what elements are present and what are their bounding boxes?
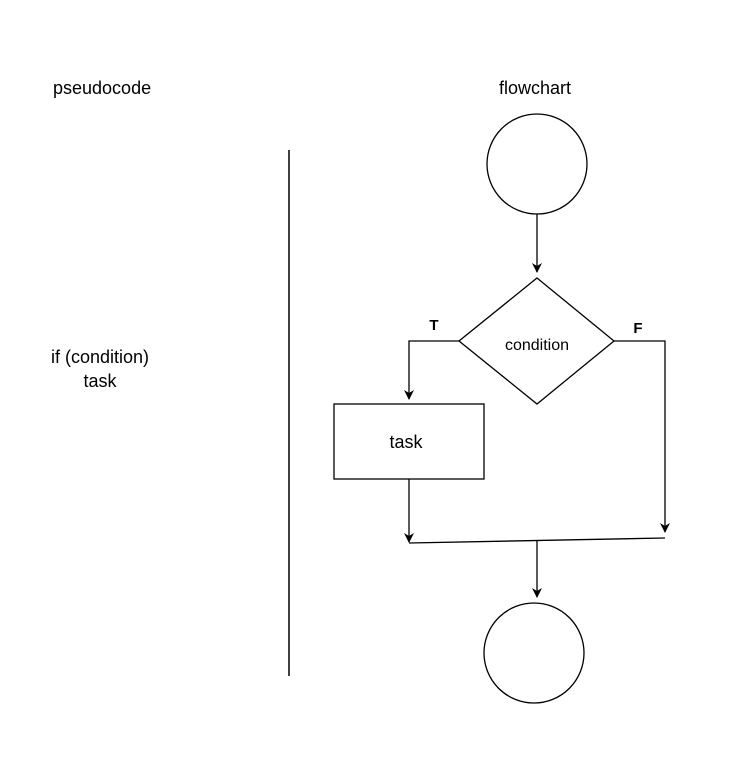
false-branch-arrow	[614, 340, 670, 533]
false-branch-label: F	[633, 320, 642, 337]
task-label: task	[389, 432, 423, 452]
pseudocode-line-task: task	[83, 371, 117, 391]
pseudocode-heading: pseudocode	[53, 78, 152, 98]
true-branch-label: T	[429, 317, 438, 334]
flowchart-heading: flowchart	[499, 78, 572, 98]
condition-decision	[457, 277, 616, 405]
start-terminal	[486, 113, 588, 215]
true-branch-arrow	[404, 340, 459, 400]
condition-label: condition	[505, 337, 569, 354]
pseudocode-block: if (condition) task	[38, 345, 162, 393]
task-process	[333, 403, 485, 480]
end-terminal	[483, 602, 585, 704]
pseudocode-line-condition: if (condition)	[50, 347, 150, 367]
